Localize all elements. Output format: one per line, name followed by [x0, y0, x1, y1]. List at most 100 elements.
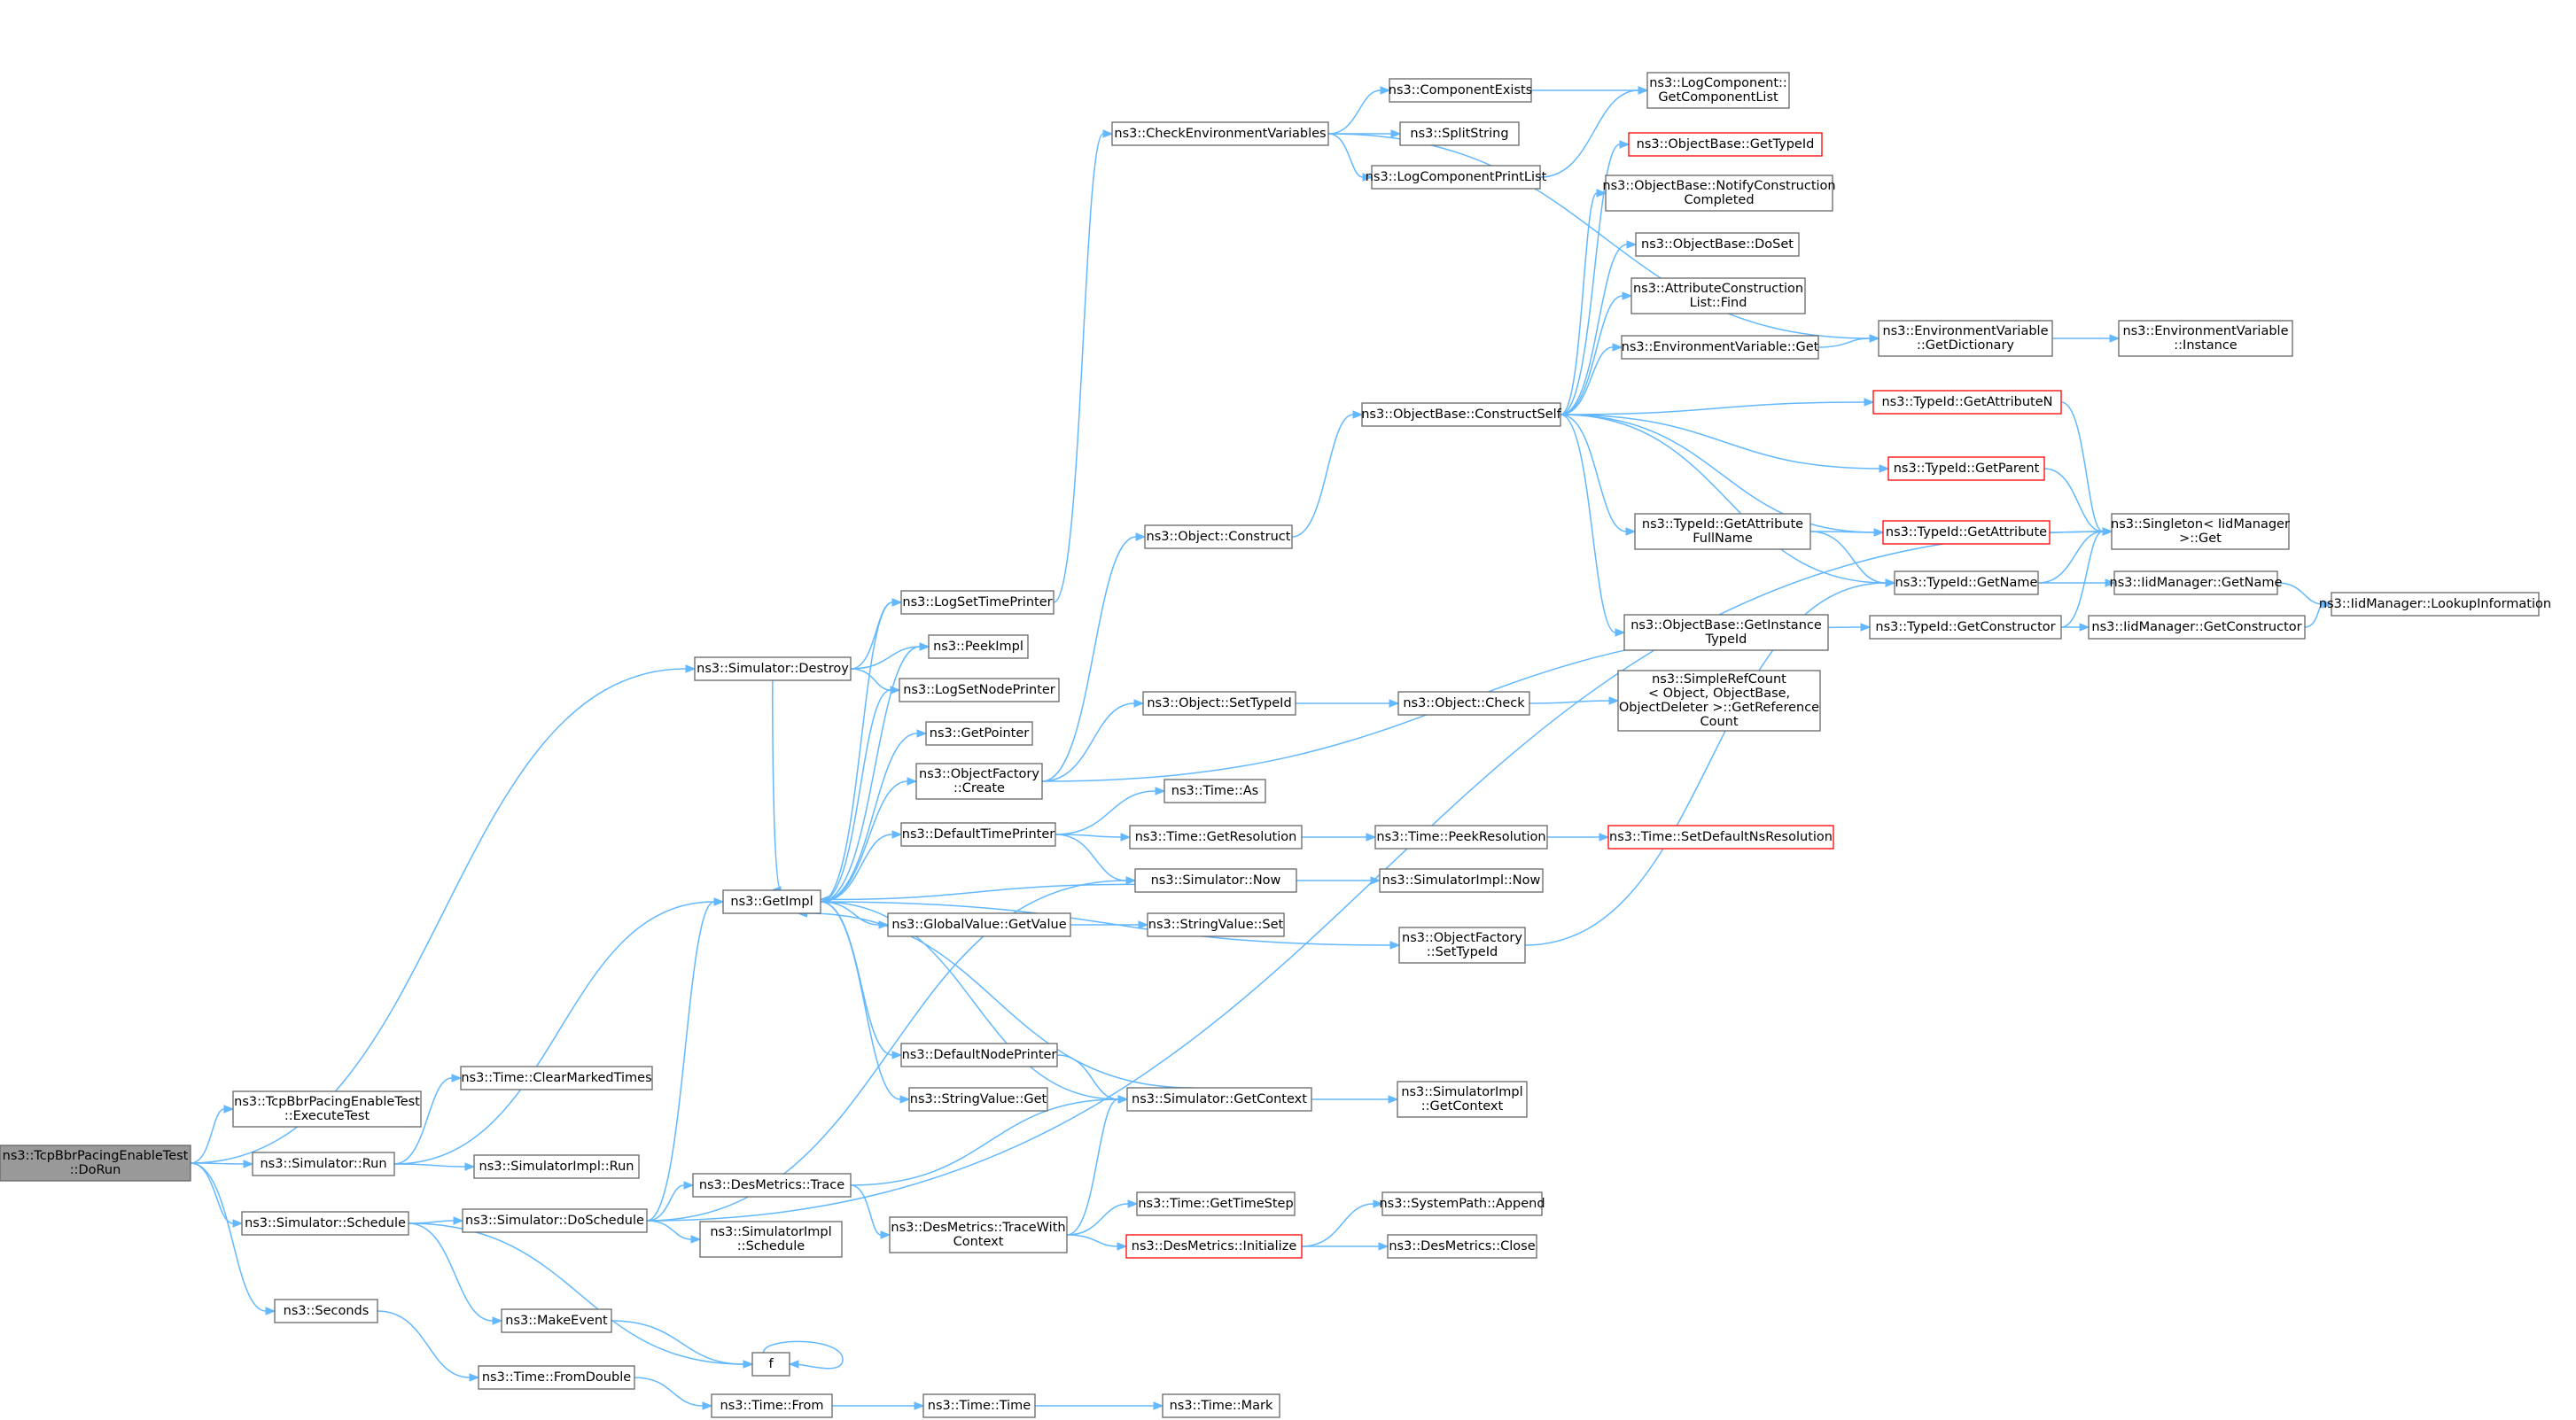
function-node[interactable]: ns3::Simulator::DoSchedule: [462, 1208, 648, 1233]
function-node[interactable]: ns3::Simulator::Schedule: [241, 1211, 409, 1236]
function-node[interactable]: ns3::CheckEnvironmentVariables: [1111, 121, 1329, 146]
function-node[interactable]: ns3::SimulatorImpl::GetContext: [1397, 1081, 1528, 1118]
call-edge: [1327, 86, 1391, 135]
function-node[interactable]: ns3::SystemPath::Append: [1379, 1191, 1545, 1216]
call-edge: [646, 1181, 695, 1222]
function-node[interactable]: ns3::SimulatorImpl::Now: [1379, 868, 1544, 893]
function-node[interactable]: ns3::GlobalValue::GetValue: [887, 912, 1071, 937]
function-node[interactable]: ns3::EnvironmentVariable::Get: [1621, 335, 1819, 360]
function-node[interactable]: ns3::DesMetrics::Trace: [692, 1173, 852, 1198]
node-box: [1630, 277, 1806, 314]
function-node[interactable]: ns3::DefaultTimePrinter: [900, 822, 1056, 847]
function-node[interactable]: ns3::GetPointer: [925, 721, 1033, 746]
function-node[interactable]: f: [751, 1352, 790, 1377]
function-node[interactable]: ns3::StringValue::Set: [1147, 912, 1285, 937]
function-node[interactable]: ns3::Time::As: [1163, 779, 1266, 803]
function-node[interactable]: ns3::ComponentExists: [1389, 78, 1533, 103]
function-node[interactable]: ns3::DesMetrics::Initialize: [1125, 1234, 1303, 1259]
call-edge: [1066, 1199, 1139, 1236]
node-label: ns3::MakeEvent: [505, 1314, 608, 1328]
function-node[interactable]: ns3::Simulator::Run: [252, 1152, 395, 1176]
function-node[interactable]: ns3::TypeId::GetAttributeN: [1872, 390, 2062, 415]
node-label: ns3::DesMetrics::Initialize: [1132, 1239, 1297, 1253]
function-node[interactable]: ns3::Simulator::GetContext: [1126, 1087, 1312, 1112]
call-edge: [832, 1401, 925, 1410]
function-node[interactable]: ns3::ObjectBase::NotifyConstructionCompl…: [1602, 175, 1836, 212]
function-node[interactable]: ns3::SimpleRefCount< Object, ObjectBase,…: [1617, 670, 1821, 732]
node-label: GetComponentList: [1658, 90, 1778, 105]
node-label: ns3::Object::SetTypeId: [1147, 696, 1291, 710]
function-node[interactable]: ns3::TcpBbrPacingEnableTest::ExecuteTest: [232, 1090, 422, 1128]
function-node[interactable]: ns3::SimulatorImpl::Schedule: [699, 1221, 843, 1258]
function-node[interactable]: ns3::Time::From: [711, 1393, 833, 1418]
function-node[interactable]: ns3::Object::Construct: [1144, 524, 1293, 549]
function-node[interactable]: ns3::Time::GetTimeStep: [1136, 1191, 1296, 1216]
function-node[interactable]: ns3::Time::GetResolution: [1129, 825, 1303, 850]
call-edge: [1311, 1095, 1399, 1104]
function-node[interactable]: ns3::ObjectFactory::SetTypeId: [1398, 927, 1526, 964]
function-node[interactable]: ns3::Simulator::Now: [1134, 868, 1297, 893]
node-box: [922, 1393, 1036, 1418]
node-label: ns3::Time::Mark: [1170, 1399, 1273, 1413]
call-edge: [190, 1162, 276, 1315]
node-box: [1397, 691, 1530, 716]
function-node[interactable]: ns3::Seconds: [274, 1299, 378, 1323]
function-node[interactable]: ns3::IidManager::GetConstructor: [2088, 615, 2306, 640]
function-node[interactable]: ns3::ObjectBase::DoSet: [1635, 232, 1800, 257]
function-node[interactable]: ns3::LogComponent::GetComponentList: [1646, 72, 1790, 109]
function-node[interactable]: ns3::Time::Time: [922, 1393, 1036, 1418]
function-node[interactable]: ns3::TypeId::GetParent: [1887, 456, 2045, 481]
node-box: [2088, 615, 2306, 640]
node-label: ns3::GetImpl: [730, 895, 813, 909]
function-node[interactable]: ns3::Time::FromDouble: [478, 1365, 635, 1390]
function-node[interactable]: ns3::DesMetrics::Close: [1387, 1234, 1537, 1259]
call-edge: [646, 897, 725, 1222]
function-node[interactable]: ns3::IidManager::LookupInformation: [2319, 592, 2551, 617]
function-node[interactable]: ns3::Object::Check: [1397, 691, 1530, 716]
function-node[interactable]: ns3::LogSetTimePrinter: [900, 590, 1055, 615]
function-node[interactable]: ns3::MakeEvent: [501, 1308, 612, 1333]
function-node[interactable]: ns3::TypeId::GetName: [1894, 570, 2039, 595]
node-box: [900, 822, 1056, 847]
function-node[interactable]: ns3::TypeId::GetConstructor: [1869, 615, 2062, 640]
node-label: ns3::EnvironmentVariable: [1882, 324, 2048, 338]
function-node[interactable]: ns3::Time::Mark: [1162, 1393, 1280, 1418]
node-box: [1634, 513, 1811, 550]
function-node[interactable]: ns3::PeekImpl: [928, 634, 1029, 659]
function-node[interactable]: ns3::Object::SetTypeId: [1142, 691, 1296, 716]
function-node[interactable]: ns3::SplitString: [1399, 121, 1520, 146]
function-node[interactable]: ns3::Time::SetDefaultNsResolution: [1607, 825, 1834, 850]
call-edge: [1560, 189, 1607, 415]
node-box: [1623, 614, 1829, 651]
node-box: [722, 889, 821, 914]
node-label: Context: [953, 1235, 1004, 1249]
function-node[interactable]: ns3::SimulatorImpl::Run: [473, 1154, 640, 1179]
function-node[interactable]: ns3::Time::PeekResolution: [1374, 825, 1548, 850]
function-node[interactable]: ns3::IidManager::GetName: [2110, 570, 2283, 595]
function-node[interactable]: ns3::Singleton< IidManager>::Get: [2111, 513, 2290, 550]
function-node[interactable]: ns3::ObjectFactory::Create: [915, 763, 1043, 800]
function-node[interactable]: ns3::LogComponentPrintList: [1366, 165, 1547, 190]
function-node[interactable]: ns3::TypeId::GetAttribute: [1882, 520, 2051, 545]
function-node[interactable]: ns3::EnvironmentVariable::Instance: [2118, 320, 2293, 357]
node-label: ns3::SystemPath::Append: [1379, 1197, 1545, 1211]
function-node[interactable]: ns3::EnvironmentVariable::GetDictionary: [1878, 320, 2053, 357]
function-node[interactable]: ns3::DefaultNodePrinter: [900, 1043, 1058, 1067]
function-node[interactable]: ns3::Simulator::Destroy: [694, 656, 852, 681]
call-edge: [850, 1184, 891, 1239]
function-node[interactable]: ns3::ObjectBase::GetTypeId: [1628, 132, 1823, 157]
call-edge: [1560, 414, 1637, 536]
function-node[interactable]: ns3::LogSetNodePrinter: [899, 678, 1060, 702]
function-node[interactable]: ns3::ObjectBase::ConstructSelf: [1361, 402, 1562, 427]
function-node[interactable]: ns3::GetImpl: [722, 889, 821, 914]
call-edge: [1524, 578, 1896, 946]
function-node[interactable]: ns3::Time::ClearMarkedTimes: [460, 1066, 653, 1090]
function-node[interactable]: ns3::TcpBbrPacingEnableTest::DoRun: [0, 1145, 191, 1182]
node-label: ns3::StringValue::Set: [1148, 918, 1284, 932]
function-node[interactable]: ns3::StringValue::Get: [908, 1087, 1048, 1112]
